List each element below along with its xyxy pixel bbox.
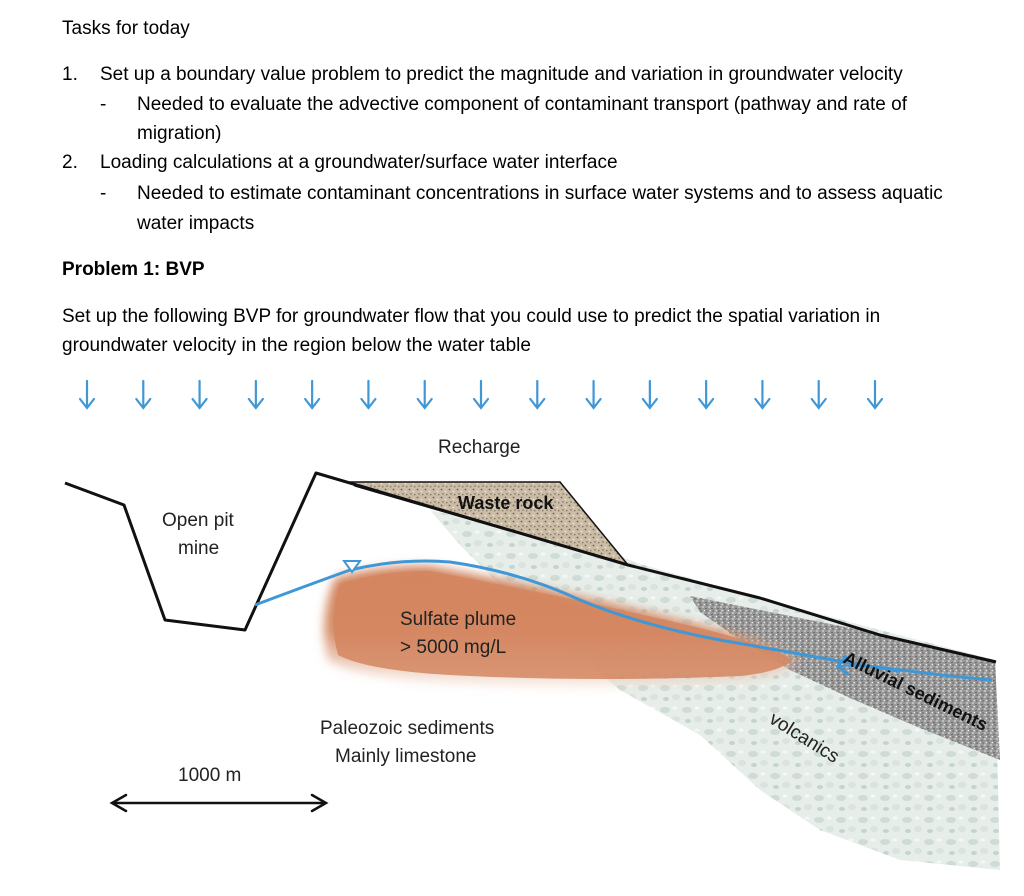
task-1-number: 1. [62,64,78,85]
paleozoic-label-line1: Paleozoic sediments [320,718,494,739]
recharge-arrow [641,379,658,410]
open-pit-label-line2: mine [178,538,219,559]
discharge-arrow [838,666,901,672]
recharge-arrow [135,379,152,410]
recharge-arrow [472,379,490,410]
open-pit-label-line1: Open pit [162,510,235,531]
scale-label: 1000 m [178,765,241,786]
recharge-arrow [810,379,827,410]
plume-label-line2: > 5000 mg/L [400,637,506,658]
recharge-arrows [78,379,884,410]
recharge-arrow [529,379,546,410]
task-1-dash: - [100,94,107,115]
recharge-arrow [416,379,433,410]
alluvial-sediments-layer [690,596,1000,760]
recharge-arrow [304,379,321,410]
task-1-sub-line2: migration) [137,123,222,144]
water-table-symbol [342,560,362,574]
ground-surface-line [64,471,997,664]
task-2-number: 2. [62,152,78,173]
recharge-arrow [78,379,96,410]
task-2-text: Loading calculations at a groundwater/su… [100,152,618,173]
recharge-arrow [360,379,377,410]
task-1-sub-line1: Needed to evaluate the advective compone… [137,94,907,115]
recharge-arrow [866,379,884,410]
task-2-dash: - [100,183,107,204]
recharge-label: Recharge [438,437,520,458]
recharge-arrow [754,379,771,410]
paleozoic-label-line2: Mainly limestone [335,746,477,767]
problem-line1: Set up the following BVP for groundwater… [62,306,881,327]
page-heading: Tasks for today [62,18,190,39]
recharge-arrow [191,379,208,410]
plume-label-line1: Sulfate plume [400,609,516,630]
problem-title: Problem 1: BVP [62,259,205,280]
waste-rock-label: Waste rock [458,493,554,513]
task-1-text: Set up a boundary value problem to predi… [100,64,903,85]
sulfate-plume-core [333,570,792,679]
recharge-arrow [247,379,264,410]
recharge-arrow [698,379,715,410]
scale-bar-arrow [109,793,329,813]
problem-line2: groundwater velocity in the region below… [62,335,531,356]
recharge-arrow [585,379,602,410]
task-2-sub-line2: water impacts [137,213,255,234]
task-2-sub-line1: Needed to estimate contaminant concentra… [137,183,943,204]
